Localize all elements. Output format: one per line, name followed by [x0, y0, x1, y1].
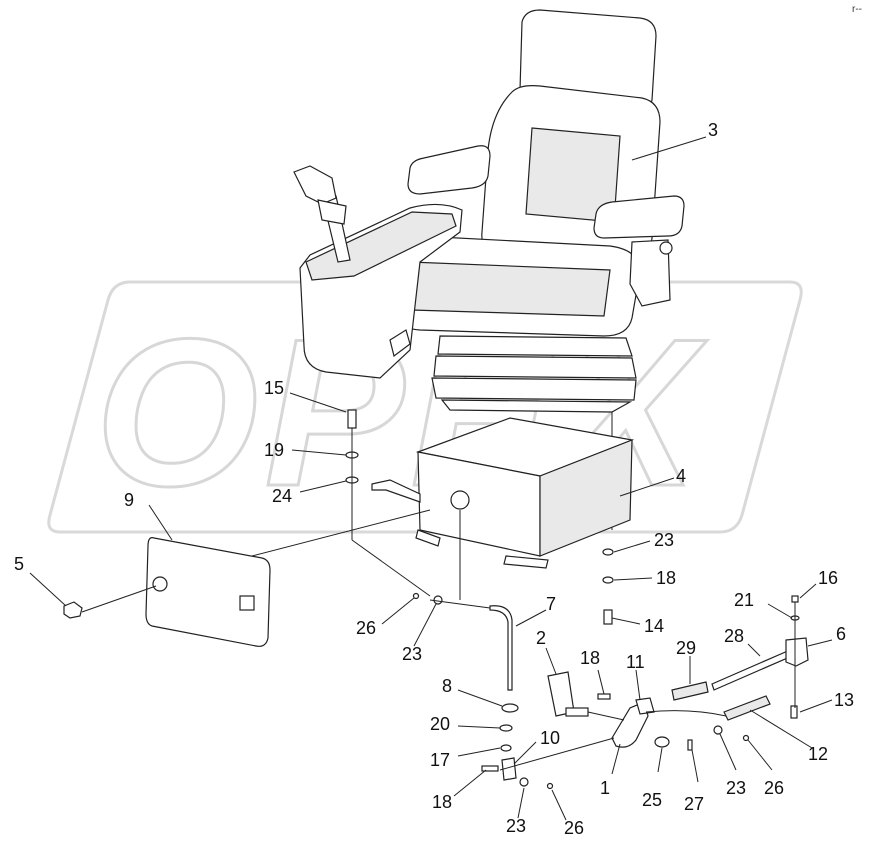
watermark-gear-outline	[47, 280, 803, 534]
nut-23-lower	[519, 777, 529, 787]
fastener-stack-right	[602, 548, 614, 625]
callout-29: 29	[676, 638, 696, 658]
lever-arm-11	[635, 697, 655, 715]
bolt-13	[790, 705, 798, 719]
callout-7: 7	[546, 594, 556, 614]
control-rod-7	[489, 605, 513, 691]
linkage-assembly	[412, 592, 809, 790]
console-bracket-plate	[389, 329, 411, 358]
seat-adjust-knob	[659, 241, 673, 255]
joystick-boot	[317, 199, 347, 225]
callout-23-c: 23	[506, 816, 526, 836]
bolt-14	[603, 609, 613, 625]
base-box-side	[539, 439, 633, 557]
callout-18-b: 18	[580, 648, 600, 668]
pin-27	[687, 739, 693, 751]
base-box-foot-right	[503, 555, 549, 569]
pin-18-upper	[597, 693, 611, 700]
washer-23	[602, 548, 614, 556]
callout-5: 5	[14, 554, 24, 574]
seat-armrest-left	[407, 145, 491, 195]
callout-26-a: 26	[356, 618, 376, 638]
callout-6: 6	[836, 624, 846, 644]
spring-rod-28	[711, 649, 793, 691]
callout-labels: 3 4 9 5 15 19 24 23 18 14 7 26 23 8 20 1…	[14, 120, 854, 838]
nut-23-right	[713, 725, 723, 735]
corner-mark: r--	[852, 4, 862, 15]
callout-22: 21	[734, 590, 754, 610]
washer-17	[500, 744, 512, 752]
cover-panel-hole	[152, 576, 168, 592]
seat-suspension-base	[440, 399, 633, 413]
callout-16: 16	[818, 568, 838, 588]
callout-27: 27	[684, 794, 704, 814]
bolt-15	[347, 409, 357, 429]
callout-leaders	[29, 136, 833, 821]
fastener-stack-left	[345, 409, 359, 540]
callout-25: 25	[642, 790, 662, 810]
callout-12: 12	[808, 744, 828, 764]
seat-armrest-right	[593, 195, 685, 239]
washer-19	[602, 576, 614, 584]
callout-15: 15	[264, 378, 284, 398]
callout-26-c: 26	[764, 778, 784, 798]
callout-24: 24	[272, 486, 292, 506]
callout-10: 10	[540, 728, 560, 748]
bracket-6	[785, 637, 809, 667]
callout-13: 13	[834, 690, 854, 710]
seat-assembly	[387, 9, 685, 530]
cover-panel-body	[145, 537, 271, 647]
seat-cushion-pad	[409, 261, 611, 317]
callout-11: 11	[626, 652, 645, 672]
cotter-26-right	[742, 734, 750, 742]
callout-28: 28	[724, 626, 744, 646]
cover-panel-slot	[239, 595, 255, 611]
pin-18-lower	[481, 765, 499, 772]
base-box-foot-left	[415, 529, 441, 547]
console-top-panel	[305, 211, 457, 281]
washer-21	[499, 724, 513, 732]
assembly-lines	[81, 509, 625, 771]
callout-14: 14	[644, 616, 664, 636]
callout-8: 8	[442, 676, 452, 696]
nut-23-left	[433, 595, 443, 605]
nut-8	[501, 703, 519, 713]
seat-side-bracket	[629, 239, 671, 307]
nut-16	[791, 595, 799, 603]
bracket-2-pin	[565, 707, 589, 717]
callout-17: 17	[430, 750, 450, 770]
spring-connecting-rod	[645, 710, 727, 717]
callout-20: 19	[264, 440, 284, 460]
callout-9: 9	[124, 490, 134, 510]
joystick-grip	[293, 165, 337, 205]
cover-knob	[63, 601, 83, 619]
callout-3: 3	[708, 120, 718, 140]
cotter-26-lower	[546, 782, 554, 790]
callout-1: 1	[600, 778, 610, 798]
callout-18-a: 18	[432, 792, 452, 812]
control-console	[293, 165, 463, 379]
callout-23-d: 23	[726, 778, 746, 798]
base-box-pivot-boss	[450, 490, 470, 510]
callout-4: 4	[676, 466, 686, 486]
clevis-10	[501, 757, 517, 781]
cotter-26-left	[412, 592, 420, 600]
callout-21: 20	[430, 714, 450, 734]
callout-26-b: 26	[564, 818, 584, 838]
side-cover-panel	[145, 537, 271, 647]
callout-2: 2	[536, 628, 546, 648]
seat-base-box	[371, 417, 635, 569]
callout-23-a: 23	[654, 530, 674, 550]
callout-23-b: 23	[402, 644, 422, 664]
spring-12	[723, 695, 771, 721]
spring-29	[671, 681, 709, 701]
callout-19: 18	[656, 568, 676, 588]
seat-suspension-bellows	[431, 335, 637, 401]
foot-pedal-lever	[371, 479, 421, 503]
washer-25	[654, 736, 670, 748]
